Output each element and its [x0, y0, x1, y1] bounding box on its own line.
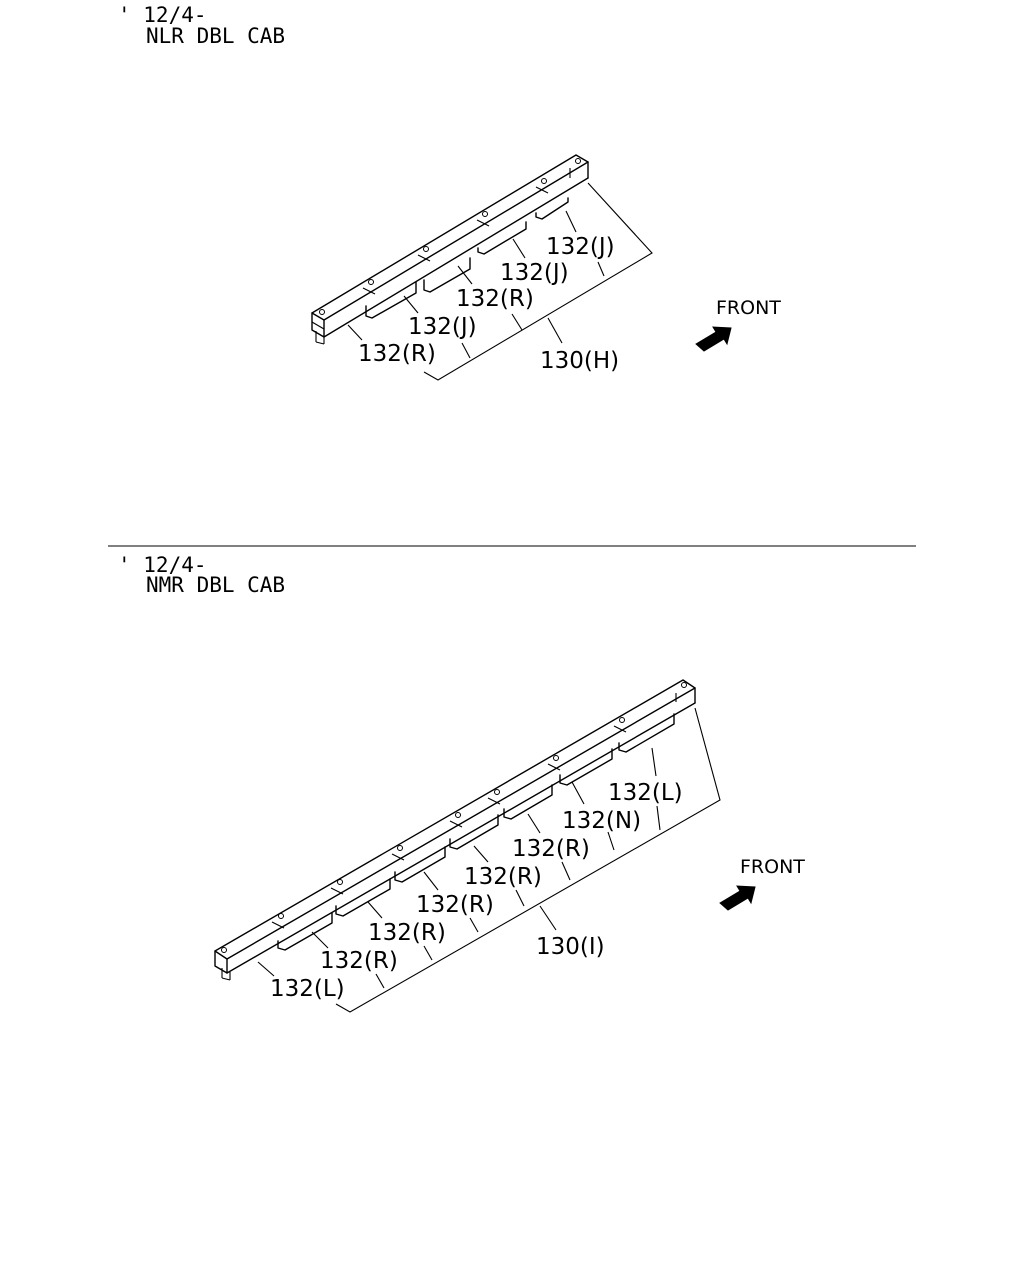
- callout-label: 132(R): [320, 948, 398, 974]
- section-nmr: ' 12/4- NMR DBL CAB: [118, 553, 805, 1013]
- callout-label: 132(R): [416, 892, 494, 918]
- front-arrow-icon: [695, 326, 732, 352]
- date-code: ' 12/4-: [118, 3, 207, 27]
- front-label: FRONT: [740, 856, 805, 878]
- section-nlr: ' 12/4- NLR DBL CAB: [118, 3, 781, 381]
- model-name: NLR DBL CAB: [146, 24, 285, 48]
- model-name: NMR DBL CAB: [146, 573, 285, 597]
- callout-label: 132(L): [608, 780, 683, 806]
- callout-label: 132(N): [562, 808, 641, 834]
- date-code: ' 12/4-: [118, 553, 207, 577]
- callout-label: 132(R): [456, 286, 534, 312]
- callout-label: 132(J): [408, 314, 477, 340]
- callouts: 132(L) 132(N) 132(R) 132(R) 132(R) 132(R…: [257, 747, 683, 1002]
- callout-label: 132(R): [464, 864, 542, 890]
- callout-label: 130(H): [540, 348, 619, 374]
- callout-label: 132(R): [358, 341, 436, 367]
- callouts: 132(J) 132(J) 132(R) 132(J) 132(R) 130(H…: [347, 210, 619, 374]
- cab-rail: [311, 154, 653, 381]
- callout-label: 132(L): [270, 976, 345, 1002]
- callout-label: 130(I): [536, 934, 605, 960]
- front-label: FRONT: [716, 297, 781, 319]
- callout-label: 132(R): [512, 836, 590, 862]
- cab-rail: [214, 679, 721, 1013]
- callout-label: 132(J): [546, 234, 615, 260]
- callout-label: 132(J): [500, 260, 569, 286]
- front-arrow-icon: [719, 885, 756, 911]
- callout-label: 132(R): [368, 920, 446, 946]
